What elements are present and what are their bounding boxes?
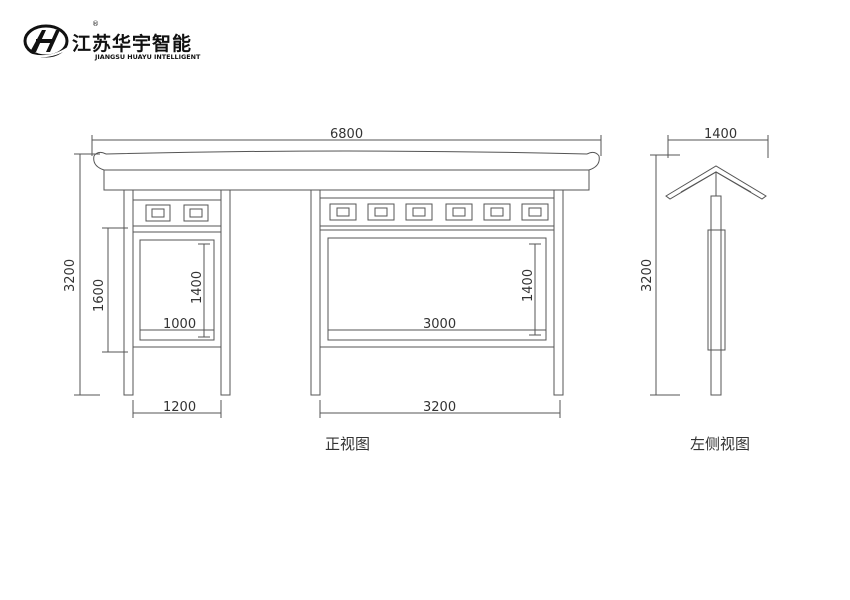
brand-name-cn: 江苏华宇智能 (72, 33, 193, 55)
side-post (710, 195, 722, 396)
side-roof (665, 165, 767, 200)
right-post-outer-right (553, 189, 564, 396)
lattice-knot (183, 204, 209, 222)
left-post-outer-right (220, 189, 231, 396)
lattice-knot (329, 203, 357, 221)
dim-side-height: 3200 (640, 259, 655, 292)
dim-total-width: 6800 (330, 127, 363, 142)
huayu-logo-icon (23, 24, 69, 58)
dim-side-roof-width: 1400 (704, 127, 737, 142)
front-view-structure (93, 150, 600, 396)
lattice-knot (145, 204, 171, 222)
right-notice-panel (319, 229, 555, 348)
side-view-structure (665, 165, 767, 396)
lattice-knot (445, 203, 473, 221)
side-panel (707, 229, 726, 351)
company-logo: 江苏华宇智能 ® JIANGSU HUAYU INTELLIGENT (22, 20, 200, 64)
lattice-knot (405, 203, 433, 221)
dim-left-panel-height: 1400 (190, 271, 205, 304)
dim-left-pillar-height: 1600 (92, 279, 107, 312)
lattice-knot (367, 203, 395, 221)
dim-total-height: 3200 (63, 259, 78, 292)
registered-mark: ® (92, 20, 99, 28)
roof-cornice (93, 150, 600, 191)
side-dimension-lines (650, 135, 769, 396)
front-dimension-lines (74, 135, 602, 418)
front-view-caption: 正视图 (325, 435, 370, 453)
lattice-knot (483, 203, 511, 221)
dim-left-panel-width: 1000 (163, 317, 196, 332)
side-view-caption: 左侧视图 (690, 435, 750, 453)
left-notice-panel (132, 231, 222, 348)
dim-right-panel-height: 1400 (521, 269, 536, 302)
right-post-outer-left (310, 189, 321, 396)
dim-left-bay-width: 1200 (163, 400, 196, 415)
brand-name-en: JIANGSU HUAYU INTELLIGENT (95, 53, 201, 61)
left-post-outer-left (123, 189, 134, 396)
dim-right-panel-width: 3000 (423, 317, 456, 332)
lattice-knot (521, 203, 549, 221)
dim-right-bay-width: 3200 (423, 400, 456, 415)
